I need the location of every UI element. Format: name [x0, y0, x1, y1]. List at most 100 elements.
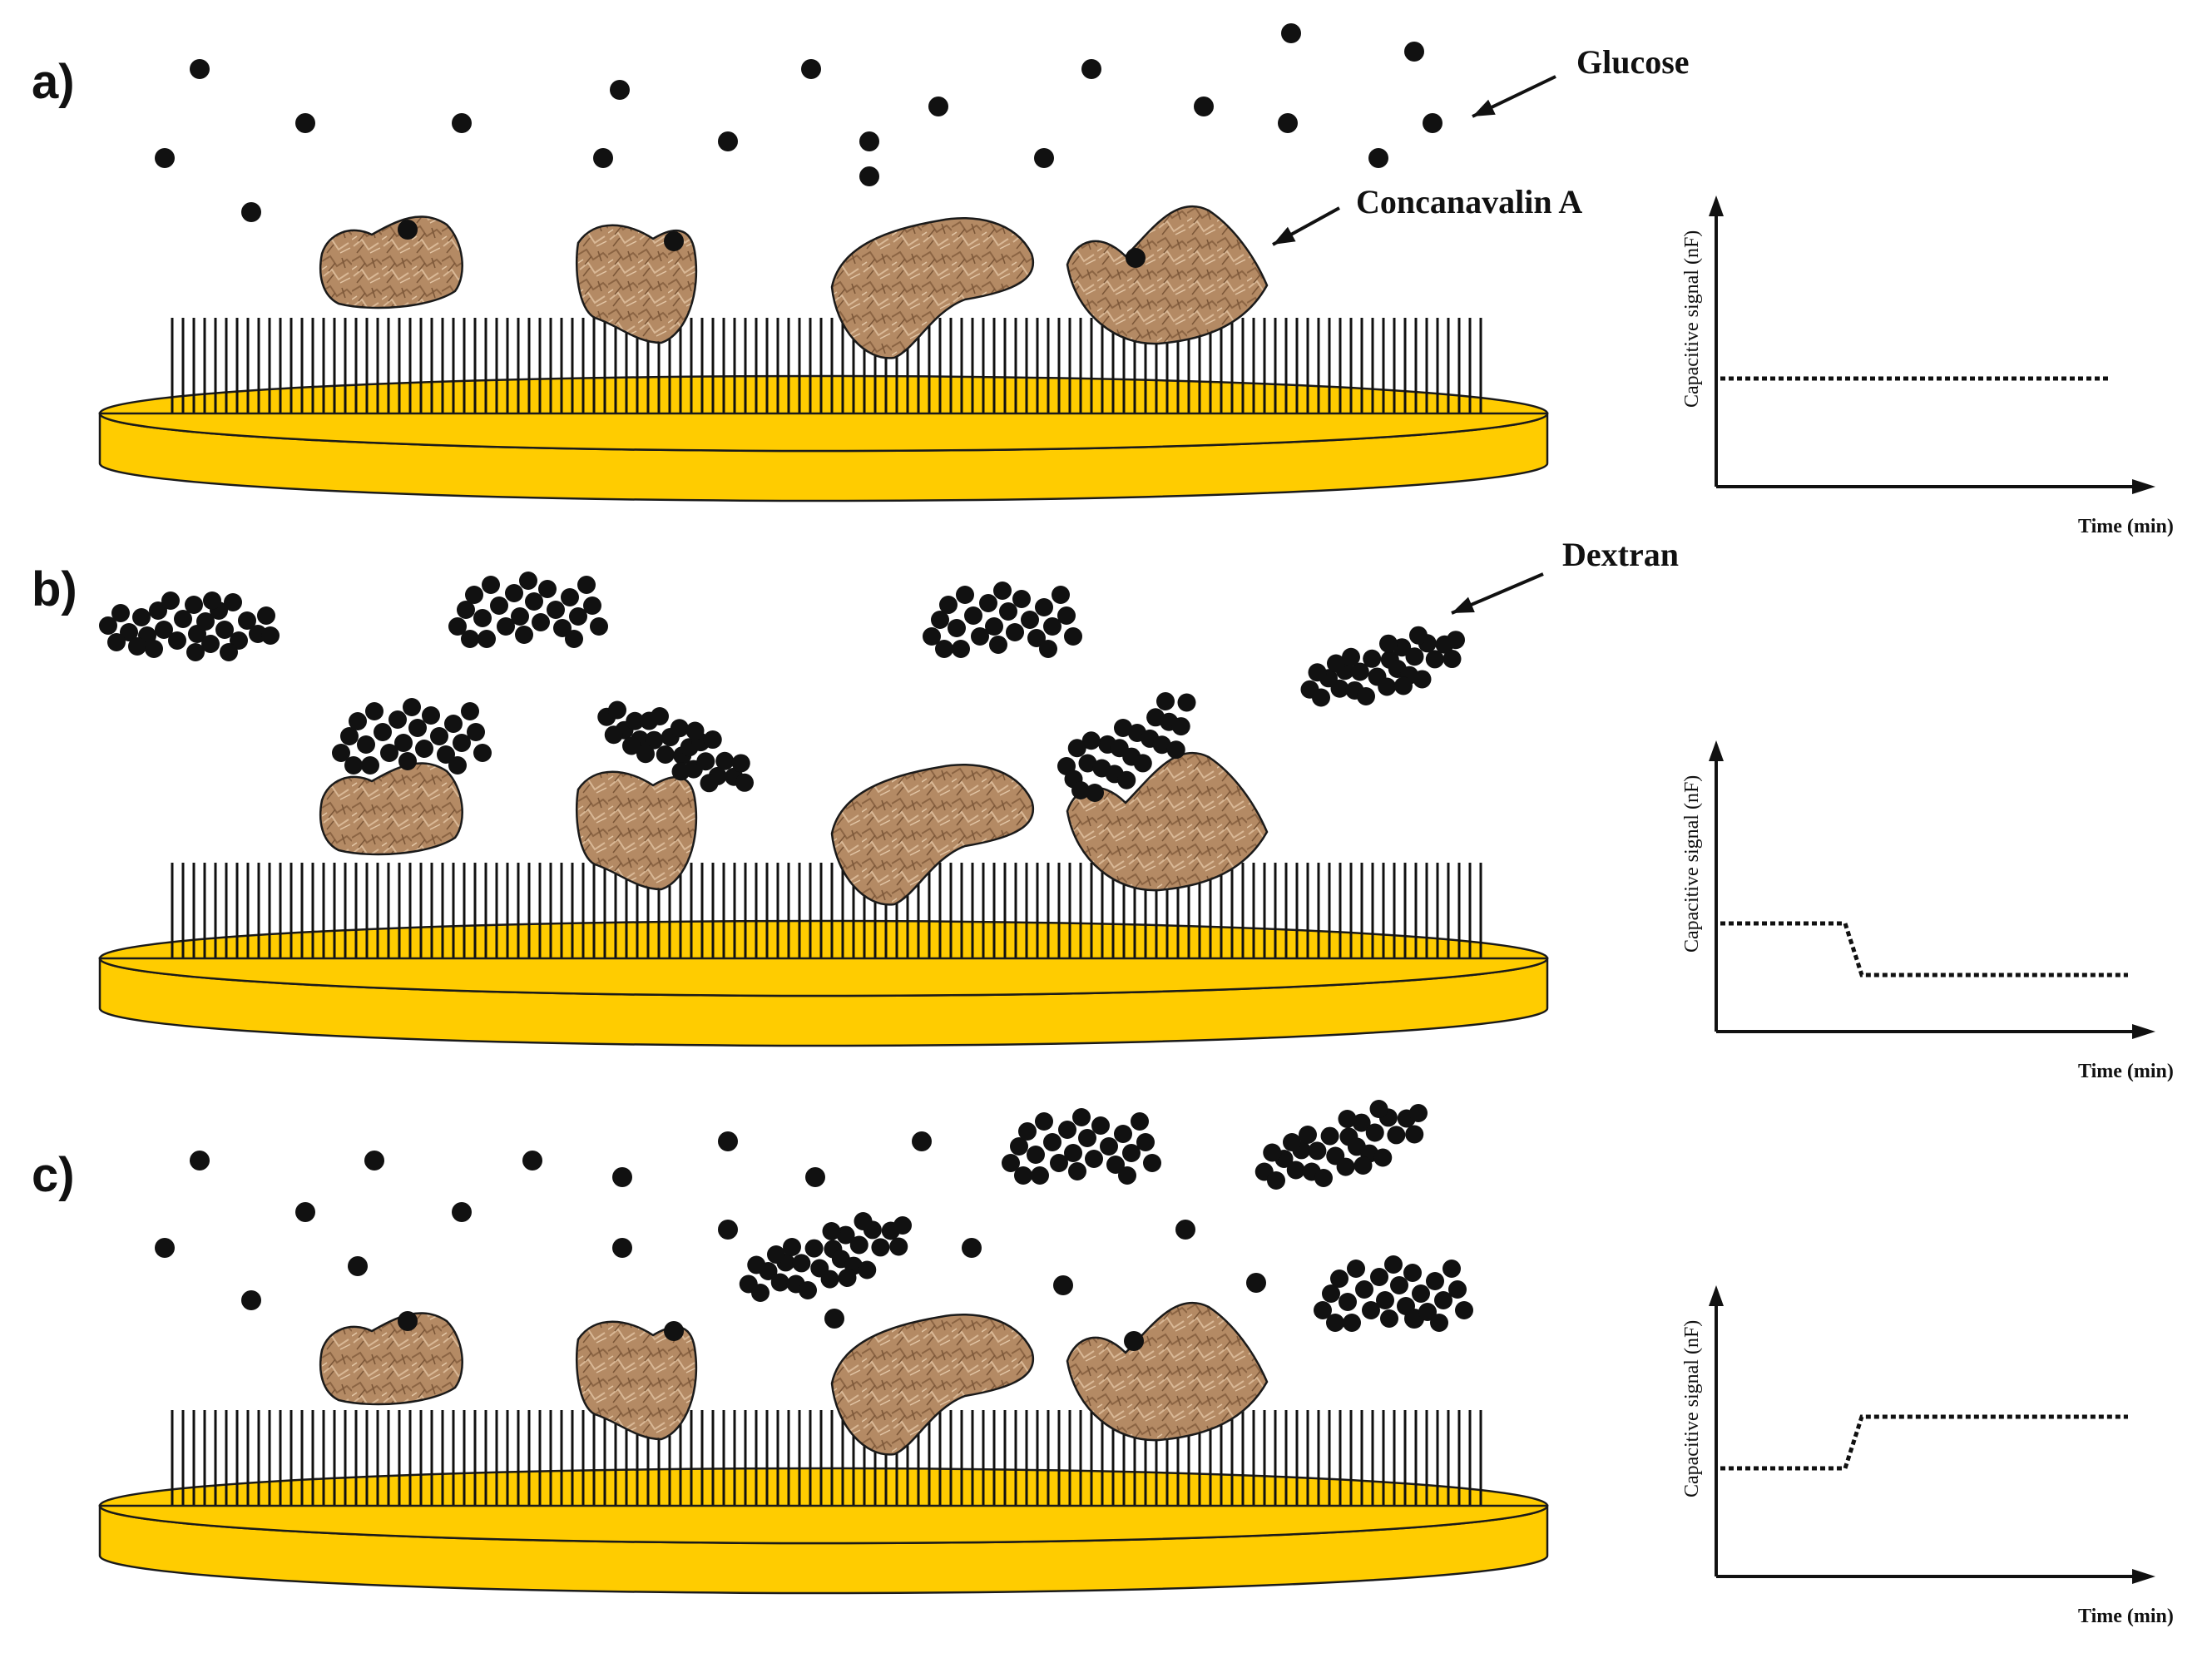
dextran-bead [671, 762, 690, 781]
callout-arrowhead [1452, 596, 1475, 613]
glucose-molecule [1194, 97, 1214, 116]
glucose-molecule [962, 1238, 982, 1258]
dextran-molecule [1057, 692, 1196, 802]
glucose-molecule [1053, 1275, 1073, 1295]
dextran-bead [590, 617, 608, 636]
dextran-bead [422, 706, 440, 725]
dextran-bead [1078, 1129, 1096, 1147]
dextran-bead [1338, 1110, 1357, 1128]
dextran-bead [799, 1281, 817, 1299]
glucose-molecule [155, 1238, 175, 1258]
dextran-molecule [1314, 1255, 1473, 1332]
dextran-molecule [923, 582, 1082, 658]
dextran-bead [626, 711, 645, 730]
dextran-molecule [597, 700, 754, 793]
protein-body [830, 763, 1035, 906]
glucose-molecule [859, 131, 879, 151]
concanavalin-a-protein [1066, 1301, 1269, 1442]
panel-label: a) [32, 55, 75, 109]
dextran-bead [1286, 1161, 1305, 1180]
callout-arrowhead [1273, 226, 1296, 245]
glucose-molecule [452, 1202, 472, 1222]
dextran-bead [1447, 631, 1465, 650]
dextran-bead [854, 1212, 873, 1230]
x-axis-label: Time (min) [2078, 1061, 2174, 1082]
dextran-bead [1031, 1166, 1049, 1185]
dextran-bead [515, 626, 533, 644]
y-axis-arrow [1709, 195, 1724, 216]
dextran-bead [1322, 1284, 1340, 1303]
dextran-bead [448, 617, 467, 636]
linker-brush-front [171, 1410, 1482, 1512]
dextran-bead [608, 700, 626, 720]
dextran-bead [1043, 617, 1061, 636]
dextran-bead [1035, 598, 1053, 616]
glucose-molecule [1124, 1331, 1144, 1351]
glucose-molecule [348, 1256, 368, 1276]
dextran-bead [1064, 1144, 1082, 1162]
protein-body [319, 215, 463, 309]
dextran-bead [1343, 1314, 1361, 1332]
dextran-molecule [1002, 1108, 1161, 1185]
glucose-molecule [295, 1202, 315, 1222]
y-axis-arrow [1709, 1285, 1724, 1306]
dextran-bead [1021, 611, 1039, 629]
dextran-bead [836, 1225, 855, 1245]
dextran-bead [656, 745, 675, 764]
dextran-bead [889, 1237, 908, 1256]
glucose-molecule [805, 1167, 825, 1187]
glucose-molecule [1175, 1220, 1195, 1240]
dextran-bead [1357, 687, 1375, 705]
panel-label: b) [32, 562, 77, 616]
dextran-bead [380, 744, 398, 762]
dextran-bead [858, 1260, 877, 1279]
dextran-bead [168, 631, 186, 650]
dextran-bead [465, 586, 483, 604]
dextran-bead [1118, 1166, 1136, 1185]
protein-body [830, 1313, 1035, 1456]
dextran-bead [1308, 663, 1327, 682]
dextran-bead [1156, 692, 1175, 710]
panel-b: Capacitive signal (nF)Time (min)b)Dextra… [32, 536, 2174, 1082]
dextran-bead [538, 580, 557, 598]
dextran-bead [1443, 1260, 1461, 1278]
dextran-molecule [332, 698, 492, 775]
dextran-bead [196, 612, 215, 631]
dextran-bead [770, 1273, 789, 1292]
dextran-bead [478, 630, 496, 648]
dextran-bead [1299, 1126, 1317, 1144]
dextran-bead [1314, 1169, 1333, 1187]
dextran-bead [482, 576, 500, 594]
concanavalin-a-label: Concanavalin A [1356, 183, 1582, 220]
dextran-bead [473, 744, 492, 762]
glucose-molecule [664, 231, 684, 251]
dextran-bead [1312, 688, 1330, 707]
dextran-label: Dextran [1562, 536, 1679, 573]
dextran-bead [453, 734, 471, 752]
dextran-bead [820, 1269, 839, 1289]
dextran-bead [993, 582, 1012, 600]
dextran-bead [1052, 586, 1070, 604]
dextran-bead [985, 617, 1003, 636]
glucose-molecule [824, 1309, 844, 1329]
dextran-bead [201, 635, 220, 653]
dextran-bead [1006, 623, 1024, 641]
dextran-bead [394, 734, 413, 752]
x-axis-arrow [2132, 1024, 2155, 1039]
glucose-molecule [364, 1151, 384, 1170]
protein-body [1066, 1301, 1269, 1442]
dextran-bead [224, 593, 242, 611]
panel-c: Capacitive signal (nF)Time (min)c) [32, 1100, 2174, 1627]
glucose-label: Glucose [1576, 43, 1690, 81]
dextran-bead [1394, 676, 1413, 695]
dextran-bead [340, 727, 359, 745]
dextran-bead [1425, 650, 1444, 669]
dextran-bead [1434, 1291, 1452, 1309]
dextran-bead [1114, 719, 1132, 737]
panel-a: Capacitive signal (nF)Time (min)a)Glucos… [32, 23, 2174, 537]
dextran-bead [1027, 629, 1046, 647]
dextran-bead [1379, 634, 1398, 653]
dextran-bead [1085, 1150, 1103, 1168]
dextran-bead [128, 637, 146, 656]
dextran-bead [437, 745, 455, 764]
